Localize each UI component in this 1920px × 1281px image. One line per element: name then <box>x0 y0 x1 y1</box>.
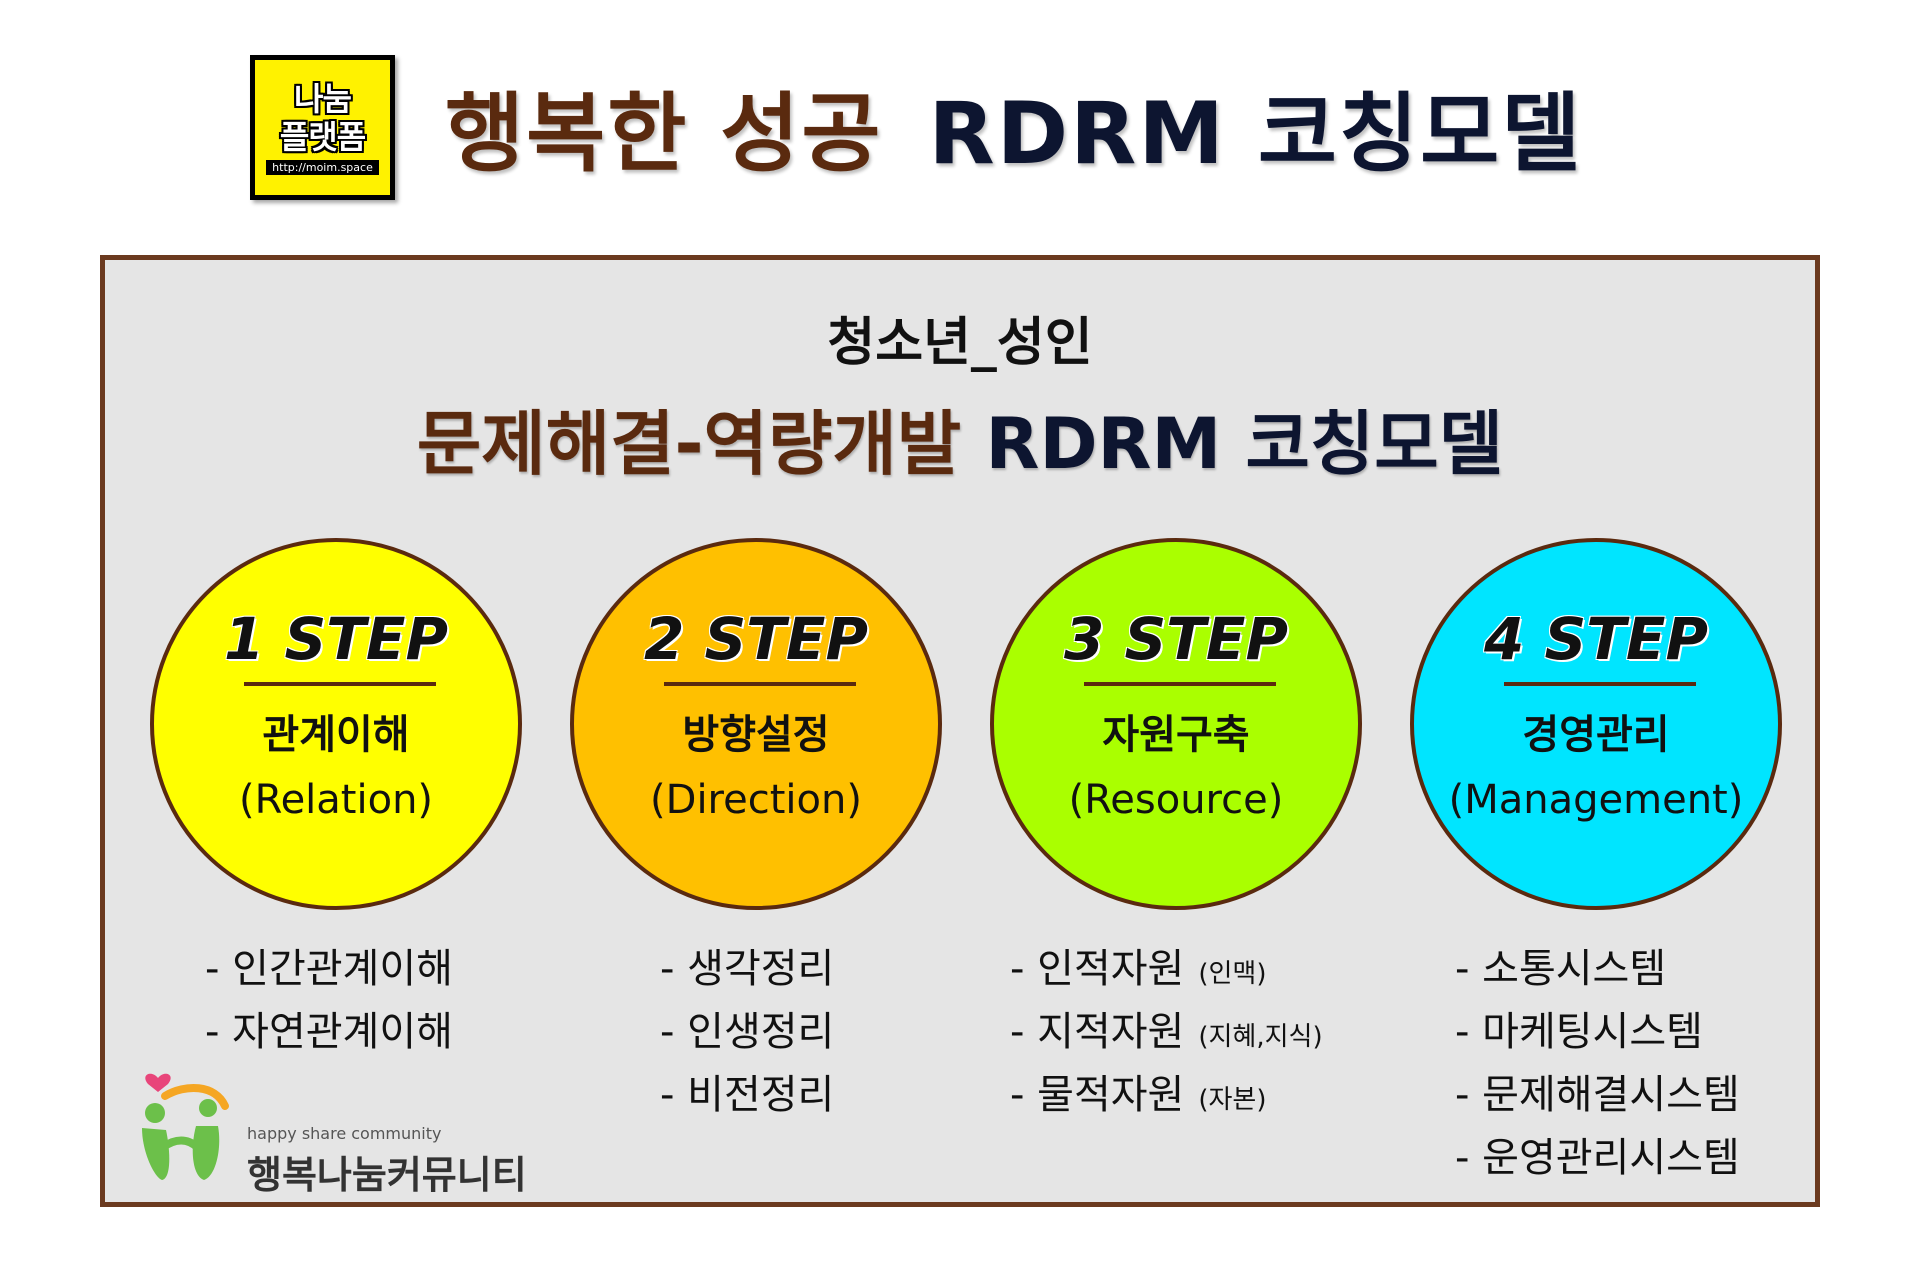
step-name-korean: 관계이해 <box>262 712 410 758</box>
logo-line-2: 플랫폼 <box>279 118 366 156</box>
step-name-english: (Direction) <box>650 777 862 823</box>
step-name-english: (Relation) <box>238 777 434 823</box>
step-circle-4: 4 STEP 경영관리 (Management) <box>1410 538 1782 910</box>
model-title: 문제해결-역량개발 RDRM 코칭모델 <box>105 388 1815 489</box>
step-label: 3 STEP <box>1063 605 1288 673</box>
step-4-items: - 소통시스템 - 마케팅시스템 - 문제해결시스템 - 운영관리시스템 <box>1455 940 1754 1192</box>
step-circle-3: 3 STEP 자원구축 (Resource) <box>990 538 1362 910</box>
list-item: - 마케팅시스템 <box>1455 1009 1703 1055</box>
step-divider <box>664 682 856 686</box>
list-item: - 물적자원(자본) <box>1010 1072 1267 1118</box>
step-1-items: - 인간관계이해 - 자연관계이해 <box>205 940 467 1066</box>
list-item: - 운영관리시스템 <box>1455 1135 1740 1181</box>
page-title-korean: 행복한 성공 <box>445 83 883 184</box>
list-item: - 인생정리 <box>660 1009 835 1055</box>
step-label: 2 STEP <box>643 605 868 673</box>
step-circle-1: 1 STEP 관계이해 (Relation) <box>150 538 522 910</box>
list-item: - 생각정리 <box>660 946 835 992</box>
list-item: - 문제해결시스템 <box>1455 1072 1740 1118</box>
model-panel: 청소년_성인 문제해결-역량개발 RDRM 코칭모델 1 STEP 관계이해 (… <box>100 255 1820 1207</box>
step-name-korean: 자원구축 <box>1102 712 1250 758</box>
model-title-english: RDRM 코칭모델 <box>985 403 1504 485</box>
list-item: - 비전정리 <box>660 1072 835 1118</box>
step-divider <box>1084 682 1276 686</box>
page-title-model: RDRM 코칭모델 <box>928 83 1583 184</box>
community-name-english: happy share community <box>247 1124 442 1143</box>
step-name-english: (Management) <box>1448 777 1744 823</box>
list-item: - 지적자원(지혜,지식) <box>1010 1009 1323 1055</box>
step-3-items: - 인적자원(인맥) - 지적자원(지혜,지식) - 물적자원(자본) <box>1010 940 1323 1129</box>
list-item: - 자연관계이해 <box>205 1009 453 1055</box>
logo-url: http://moim.space <box>266 160 379 175</box>
step-circle-2: 2 STEP 방향설정 (Direction) <box>570 538 942 910</box>
step-name-english: (Resource) <box>1068 777 1284 823</box>
audience-subtitle: 청소년_성인 <box>827 313 1093 373</box>
logo-line-1: 나눔 <box>294 80 352 118</box>
step-name-korean: 방향설정 <box>682 712 830 758</box>
step-label: 4 STEP <box>1483 605 1708 673</box>
community-name-korean: 행복나눔커뮤니티 <box>247 1153 527 1197</box>
step-label: 1 STEP <box>223 605 448 673</box>
page-title: 행복한 성공 RDRM 코칭모델 <box>445 70 1745 184</box>
step-divider <box>244 682 436 686</box>
list-item: - 인적자원(인맥) <box>1010 946 1267 992</box>
community-logo-icon <box>142 1073 229 1180</box>
step-2-items: - 생각정리 - 인생정리 - 비전정리 <box>660 940 848 1129</box>
step-name-korean: 경영관리 <box>1522 712 1670 758</box>
step-divider <box>1504 682 1696 686</box>
model-title-korean: 문제해결-역량개발 <box>416 403 962 485</box>
nanum-platform-logo: 나눔 플랫폼 http://moim.space <box>250 55 395 200</box>
list-item: - 소통시스템 <box>1455 946 1667 992</box>
list-item: - 인간관계이해 <box>205 946 453 992</box>
